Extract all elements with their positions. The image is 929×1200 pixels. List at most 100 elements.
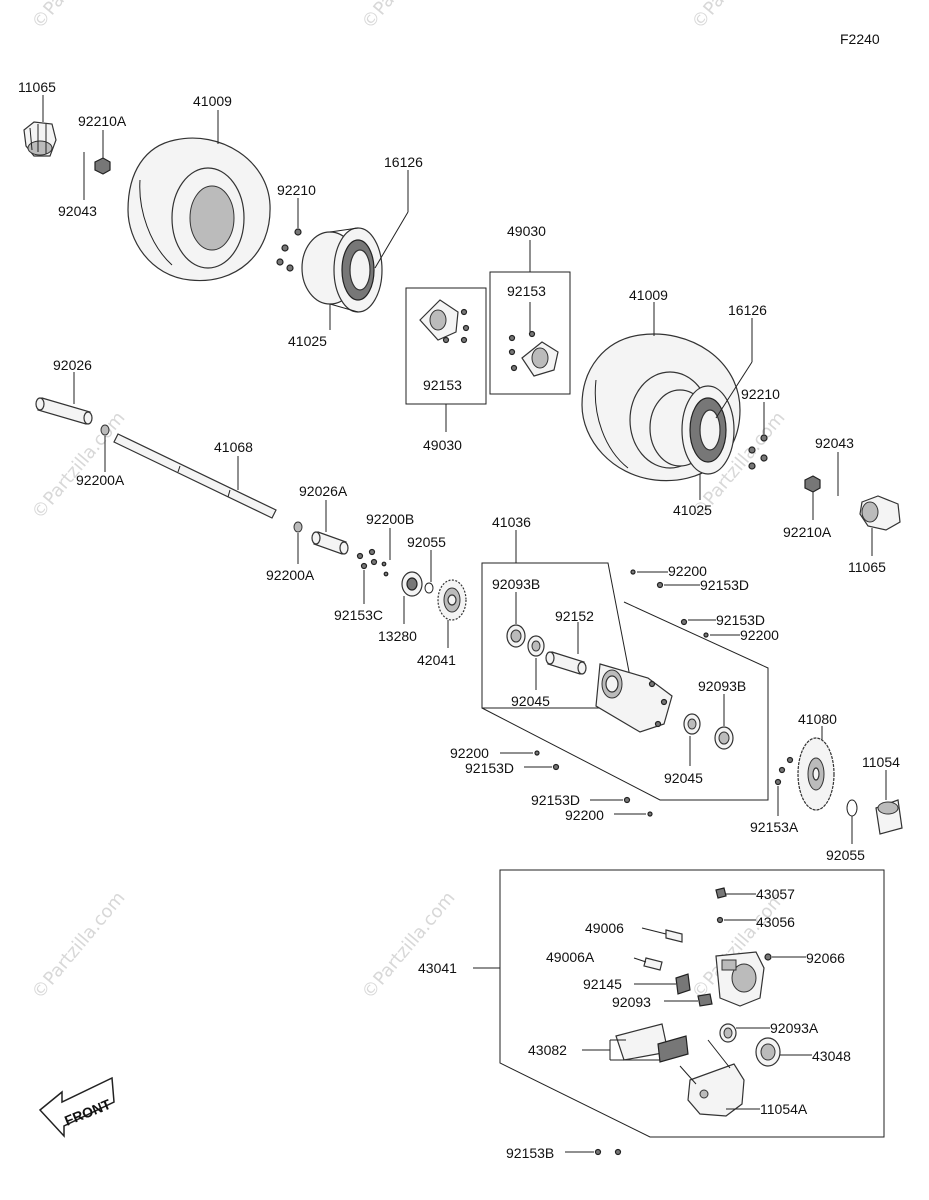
carrier-box-outline-right	[481, 601, 769, 801]
brake-pads-43082	[615, 1023, 689, 1063]
watermark: ©Partzilla.com	[358, 888, 460, 1004]
part-label-92153D: 92153D	[716, 612, 765, 628]
collar-92152	[545, 651, 587, 675]
part-label-43056: 43056	[756, 914, 795, 930]
hub-11054	[875, 799, 903, 835]
washer-92200	[534, 750, 540, 756]
part-label-92153B: 92153B	[506, 1145, 554, 1161]
watermark: ©Partzilla.com	[688, 0, 790, 33]
nut-92210A-left	[94, 157, 111, 175]
seal-92093A	[719, 1023, 737, 1043]
watermark: ©Partzilla.com	[358, 0, 460, 33]
seal-92093B-right	[714, 726, 734, 750]
collar-92026A	[311, 531, 349, 555]
carrier-housing	[595, 663, 673, 733]
bleeder-cap-43057	[715, 887, 727, 899]
part-label-92153D: 92153D	[465, 760, 514, 776]
part-label-92026A: 92026A	[299, 483, 348, 499]
spring-92145	[675, 973, 691, 995]
part-label-49030: 49030	[423, 437, 462, 453]
part-label-43082: 43082	[528, 1042, 567, 1058]
watermark: ©Partzilla.com	[28, 0, 130, 33]
part-label-92200: 92200	[450, 745, 489, 761]
seal-92093B-left	[506, 624, 526, 648]
part-label-41068: 41068	[214, 439, 253, 455]
hub-49030-left	[419, 299, 470, 344]
bolt-92153D	[656, 581, 664, 589]
part-label-92153D: 92153D	[531, 792, 580, 808]
part-label-92145: 92145	[583, 976, 622, 992]
rim-41025-right	[649, 385, 735, 475]
part-label-16126: 16126	[384, 154, 423, 170]
part-label-92153C: 92153C	[334, 607, 383, 623]
washer-92200	[703, 632, 709, 638]
pin-49006	[641, 927, 683, 943]
tire-41009-left	[127, 137, 271, 282]
collar-92026	[35, 397, 93, 425]
bolt-92153D	[623, 796, 631, 804]
part-label-49006: 49006	[585, 920, 624, 936]
caliper-body	[715, 951, 765, 1007]
part-label-92093B: 92093B	[492, 576, 540, 592]
part-label-49006A: 49006A	[546, 949, 595, 965]
bracket-11054A	[679, 1039, 745, 1117]
part-label-11054: 11054	[862, 754, 900, 770]
rim-41025-left	[301, 227, 383, 313]
front-arrow-icon: FRONT	[38, 1076, 115, 1138]
part-label-11065: 11065	[848, 559, 886, 575]
part-label-92152: 92152	[555, 608, 594, 624]
part-label-92200A: 92200A	[266, 567, 315, 583]
part-label-16126: 16126	[728, 302, 767, 318]
part-label-43057: 43057	[756, 886, 795, 902]
part-label-92153A: 92153A	[750, 819, 799, 835]
part-label-92045: 92045	[664, 770, 703, 786]
part-label-11065: 11065	[18, 79, 56, 95]
part-label-92200: 92200	[565, 807, 604, 823]
bolt-92153D	[680, 618, 688, 626]
part-label-41025: 41025	[673, 502, 712, 518]
part-label-92045: 92045	[511, 693, 550, 709]
bleeder-92066	[764, 953, 772, 961]
part-label-49030: 49030	[507, 223, 546, 239]
part-label-92210: 92210	[741, 386, 780, 402]
part-label-43041: 43041	[418, 960, 457, 976]
part-label-41009: 41009	[629, 287, 668, 303]
bleeder-43056	[716, 916, 724, 924]
part-label-92093: 92093	[612, 994, 651, 1010]
hub-49030-right	[508, 302, 559, 377]
caliper-box-outline	[499, 869, 885, 1138]
washer-92200A-right	[293, 521, 303, 533]
part-label-92055: 92055	[407, 534, 446, 550]
part-label-92200: 92200	[740, 627, 779, 643]
sprocket-hub-13280	[401, 571, 423, 597]
part-label-92093B: 92093B	[698, 678, 746, 694]
part-label-92093A: 92093A	[770, 1020, 819, 1036]
part-label-41080: 41080	[798, 711, 837, 727]
bolts-92153C	[356, 548, 389, 577]
part-label-41025: 41025	[288, 333, 327, 349]
nuts-92210-left	[276, 228, 302, 272]
part-label-92043: 92043	[815, 435, 854, 451]
part-label-92210A: 92210A	[783, 524, 832, 540]
o-ring-92055-left	[424, 582, 434, 594]
bearing-92045-left	[527, 635, 545, 657]
bolt-92153D	[552, 763, 560, 771]
hub-cap-11065-right	[859, 495, 901, 531]
nuts-92210-right	[748, 434, 768, 470]
part-label-92153: 92153	[507, 283, 546, 299]
part-label-92043: 92043	[58, 203, 97, 219]
hub-cap-11065-left	[23, 121, 57, 157]
part-label-11054A: 11054A	[760, 1101, 808, 1117]
bearing-92045-right	[683, 713, 701, 735]
washer-92200A-left	[100, 424, 110, 436]
part-label-42041: 42041	[417, 652, 456, 668]
part-label-92066: 92066	[806, 950, 845, 966]
pin-49006A	[633, 957, 663, 971]
washer-92200	[647, 811, 653, 817]
part-label-92210A: 92210A	[78, 113, 127, 129]
bolts-92153B	[594, 1148, 622, 1156]
nut-92210A-right	[804, 475, 821, 493]
page-code: F2240	[840, 31, 880, 47]
part-label-92153D: 92153D	[700, 577, 749, 593]
